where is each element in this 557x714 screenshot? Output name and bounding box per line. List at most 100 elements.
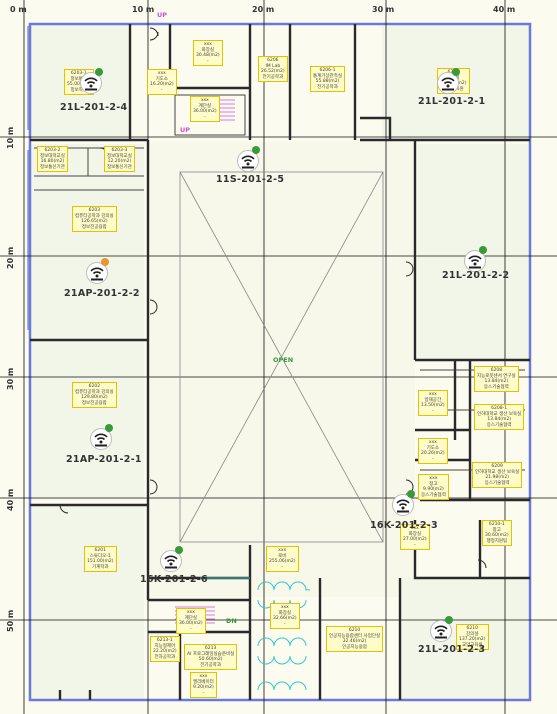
room-label-line: 기도소 [426,445,440,451]
room-label-line: 인공지능융합 [342,644,367,650]
access-point-marker[interactable] [86,258,109,284]
room-label-line: - [204,114,206,120]
scale-tick-y: 50 m [6,609,15,632]
room-label-line: xxx [203,42,212,47]
room-label-line: 30.48(m2) [196,53,220,59]
room-label-line: 창고 [429,481,438,487]
room-label-line: 정보전공융합 [81,400,107,406]
access-point-marker[interactable] [237,146,260,172]
access-point-marker[interactable] [80,68,103,94]
room-label-line: 6203-2 [44,148,61,153]
room-label-line: 13.50(m2) [421,403,445,409]
room-label-line: 정보학원 [70,87,88,93]
wifi-icon [90,428,112,450]
room-label-line: 응스기술협력 [484,480,510,486]
wifi-icon [160,550,182,572]
access-point-label[interactable]: 21L-201-2-1 [418,96,486,107]
access-point-marker[interactable] [90,424,113,450]
room-label-line: 55.00(m2) [67,82,91,88]
room-label-line: 스튜디오-1 [89,553,111,559]
room-label-line: 인하대학교 생산 보육실 [477,411,522,417]
room-label-line: 지능형제어 [154,643,176,649]
room-label-line: 정보통신기관 [40,164,65,170]
room-label-line: xxx [199,674,208,679]
room-label-line: 9.20(m2) [193,685,214,691]
ap-status-dot [175,546,183,554]
access-point-marker[interactable] [392,490,415,516]
room-label-line: 컴퓨터공학과 강의실 [75,213,114,219]
access-point-marker[interactable] [430,616,453,642]
room-label-line: 6202 [88,384,101,389]
room-label-line: 6208 [490,368,503,373]
room-label-line: xxx [410,526,419,531]
access-point-marker[interactable] [464,246,487,272]
scale-tick-x: 40 m [493,5,516,14]
access-point-label[interactable]: 21AP-201-2-1 [66,454,142,465]
access-point-label[interactable]: 16K-201-2-6 [140,574,208,585]
room-label-line: 컴퓨터공학과 강의실 [75,389,114,395]
room-label-line: 6213 [204,646,217,651]
room-label-line: 20.26(m2) [421,451,445,457]
scale-tick-x: 20 m [252,5,275,14]
room-label-line: xxx [428,440,437,445]
access-point-label[interactable]: 16K-201-2-3 [370,520,438,531]
room-label-line: 전기공학과 [200,662,221,668]
ap-status-dot [407,490,415,498]
access-point-label[interactable]: 21L-201-2-4 [60,102,128,113]
access-point-label[interactable]: 21L-201-2-2 [442,270,510,281]
room-label-line: 응스기술협력 [486,422,512,428]
wifi-icon [392,494,414,516]
access-point-marker[interactable] [160,546,183,572]
room-label-line: 6206-1 [319,68,336,73]
room-label-line: 방재공간 [424,397,442,403]
ap-status-dot [95,68,103,76]
access-point-marker[interactable] [437,68,460,94]
room-label-line: xxx [280,605,289,610]
access-point-label[interactable]: 11S-201-2-5 [216,174,285,185]
room-label-line: 화장실 [278,610,292,616]
room-label-line: 정보대학교실 [107,153,132,159]
room-label-line: xxx [429,476,438,481]
access-point-label[interactable]: 21AP-201-2-2 [64,288,140,299]
scale-tick-y: 10 m [6,126,15,149]
room-label-line: 255.06(m2) [269,559,296,565]
room-label-line: AI 프로그래밍실습준비실 [187,651,235,657]
room-label-line: 6208-1 [491,406,508,411]
access-point-label[interactable]: 21L-201-2-3 [418,644,486,655]
room-label-line: 12.20(m2) [107,159,132,165]
room-label-line: - [281,564,284,570]
open-area-label: OPEN [273,356,294,364]
room-label-line: 강의실 [466,631,479,637]
room-label-line: 행정지원팀 [486,538,508,544]
room-label-line: 36.00(m2) [193,109,217,115]
scale-tick-y: 40 m [6,488,15,511]
room-label-line: 32.66(m2) [273,616,297,622]
